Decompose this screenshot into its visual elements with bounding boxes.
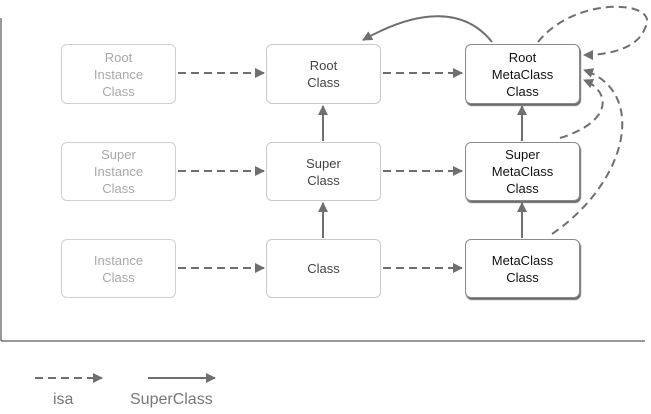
- node-super-instance-class: Super Instance Class: [61, 142, 176, 201]
- node-super-metaclass-class: Super MetaClass Class: [465, 142, 580, 201]
- isa-arrow-root-meta-self-loop: [537, 5, 649, 60]
- isa-arrow-super-meta-to-root-meta: [559, 78, 604, 139]
- legend-isa-label: isa: [53, 391, 74, 408]
- node-class: Class: [266, 239, 381, 298]
- node-root-instance-class: Root Instance Class: [61, 44, 176, 104]
- superclass-arrow-root-meta-to-root-class: [362, 15, 493, 43]
- legend-superclass-label: SuperClass: [130, 391, 213, 408]
- node-root-metaclass-class: Root MetaClass Class: [465, 44, 580, 104]
- node-metaclass-class: MetaClass Class: [465, 239, 580, 298]
- node-instance-class: Instance Class: [61, 239, 176, 298]
- isa-arrow-meta-to-root-meta: [551, 68, 624, 235]
- node-super-class: Super Class: [266, 142, 381, 201]
- node-root-class: Root Class: [266, 44, 381, 104]
